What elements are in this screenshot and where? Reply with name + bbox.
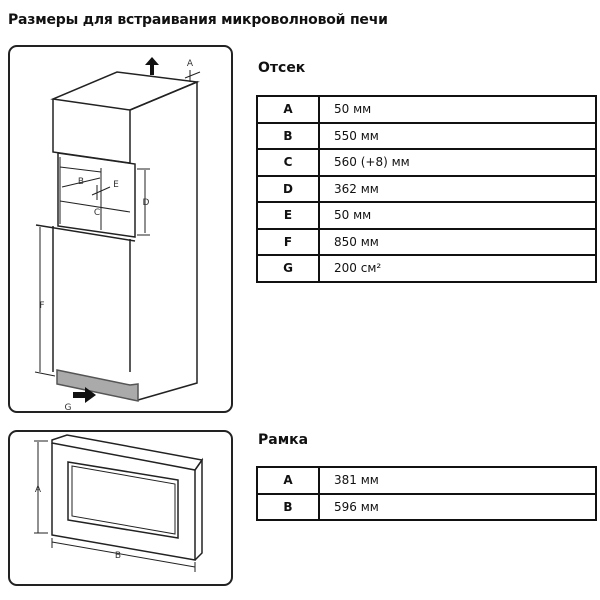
ventilation-arrow-up-icon (145, 57, 159, 75)
page-title: Размеры для встраивания микроволновой пе… (8, 12, 388, 28)
dimension-key: C (256, 148, 320, 177)
dimension-key: E (256, 201, 320, 230)
dimension-key: D (256, 174, 320, 203)
niche-heading: Отсек (258, 60, 306, 76)
dimension-value: 381 мм (318, 466, 597, 495)
dimension-key: A (256, 466, 320, 495)
label-B: B (78, 177, 84, 187)
dimension-value: 560 (+8) мм (318, 148, 597, 177)
dimension-value: 850 мм (318, 227, 597, 256)
dimension-value: 50 мм (318, 201, 597, 230)
label-F: F (39, 301, 44, 311)
dimension-value: 362 мм (318, 174, 597, 203)
cabinet-diagram-panel (8, 45, 233, 413)
label-A: A (187, 59, 194, 69)
dimension-key: B (256, 121, 320, 150)
cabinet-drawing (34, 70, 201, 402)
frame-label-A: A (35, 485, 42, 495)
label-C: C (94, 208, 100, 218)
dimension-key: A (256, 95, 320, 124)
dimension-value: 596 мм (318, 492, 597, 521)
frame-heading: Рамка (258, 432, 309, 448)
frame-label-B: B (115, 551, 121, 561)
label-D: D (143, 198, 150, 208)
frame-drawing (34, 434, 204, 572)
dimension-value: 550 мм (318, 121, 597, 150)
dimension-key: B (256, 492, 320, 521)
dimension-value: 200 см² (318, 254, 597, 283)
dimension-key: F (256, 227, 320, 256)
dimension-key: G (256, 254, 320, 283)
air-intake-arrow-icon (73, 387, 96, 403)
label-G: G (65, 403, 72, 413)
frame-diagram-panel (8, 430, 233, 586)
dimension-value: 50 мм (318, 95, 597, 124)
label-E: E (113, 180, 119, 190)
